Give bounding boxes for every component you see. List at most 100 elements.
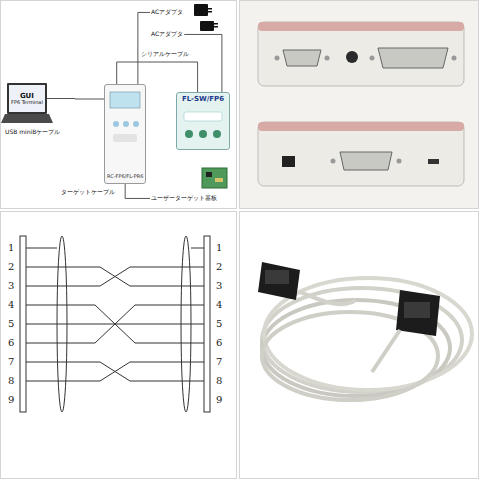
programmer-device: RC-FP6/FL-PR6 xyxy=(104,84,146,184)
target-board xyxy=(206,172,212,177)
pin-number: 5 xyxy=(8,318,14,330)
ac-adapter-symbol xyxy=(214,26,218,28)
pin-number: 9 xyxy=(216,394,222,406)
cable-photo xyxy=(258,262,300,300)
wiring-diagram xyxy=(26,267,204,286)
node-text: FP6 Terminal xyxy=(11,100,43,106)
device-rear-photo xyxy=(258,122,464,131)
device-rear-photo xyxy=(331,159,336,164)
pin-number: 4 xyxy=(216,299,222,311)
switch-box-body xyxy=(199,130,207,138)
device-rear-photo xyxy=(397,159,402,164)
pin-number: 9 xyxy=(8,394,14,406)
programmer-device-body xyxy=(133,121,139,127)
wiring-diagram xyxy=(191,248,204,249)
programmer-device-body xyxy=(113,134,137,142)
target-board xyxy=(202,168,227,188)
panel-frames xyxy=(240,212,479,479)
pin-number: 4 xyxy=(8,299,14,311)
pin-number: 7 xyxy=(216,356,222,368)
programmer-device-body xyxy=(123,121,129,127)
pin-number: 1 xyxy=(216,242,222,254)
cable-photo xyxy=(404,302,430,318)
laptop-screen: GUIFP6 Terminal xyxy=(7,83,47,114)
cable-photo xyxy=(396,290,440,336)
panel-frames xyxy=(240,1,479,209)
cable-line xyxy=(47,98,104,100)
switch-box-body xyxy=(184,112,222,121)
device-rear-photo xyxy=(275,56,280,61)
wiring-diagram xyxy=(26,305,204,343)
wiring-diagram xyxy=(26,362,204,381)
ac-adapter-symbol xyxy=(194,4,218,31)
node-text: FL-SW/FP6 xyxy=(182,95,224,103)
cable-label: ターゲットケーブル xyxy=(60,188,116,197)
node-text: RC-FP6/FL-PR6 xyxy=(107,174,143,180)
wiring-diagram xyxy=(26,362,204,381)
node-text: ACアダプタ xyxy=(151,9,183,16)
pin-number: 1 xyxy=(8,242,14,254)
pin-number: 6 xyxy=(216,337,222,349)
laptop-base xyxy=(1,114,53,123)
switch-box: FL-SW/FP6 xyxy=(176,92,230,150)
pin-number: 8 xyxy=(216,375,222,387)
programmer-device-body xyxy=(110,92,140,108)
switch-box-body xyxy=(185,130,193,138)
ac-adapter-symbol xyxy=(208,11,212,13)
wiring-diagram xyxy=(26,324,204,325)
programmer-device-body xyxy=(104,84,146,184)
panel-frames xyxy=(1,1,237,209)
wiring-diagram xyxy=(20,236,210,412)
ac-adapter-symbol xyxy=(200,21,214,31)
pin-number: 2 xyxy=(8,261,14,273)
device-rear-photo xyxy=(258,22,464,86)
cable-line xyxy=(138,12,150,84)
cable-label: シリアルケーブル xyxy=(140,50,190,59)
switch-box-body xyxy=(177,93,229,149)
cable-photo xyxy=(300,292,356,304)
device-rear-photo xyxy=(282,156,295,167)
cable-line xyxy=(184,34,222,92)
ac-adapter: ACアダプタ xyxy=(150,30,184,39)
pin-number: 3 xyxy=(216,280,222,292)
wiring-diagram xyxy=(26,305,204,343)
device-rear-photo xyxy=(325,56,330,61)
node-text: ACアダプタ xyxy=(151,31,183,38)
device-rear-photo xyxy=(258,22,464,31)
device-rear-photo xyxy=(452,56,457,61)
wiring-diagram xyxy=(26,248,57,249)
cable-label: USB miniBケーブル xyxy=(4,128,61,137)
ac-adapter-symbol xyxy=(208,8,212,10)
programmer-device-body xyxy=(113,121,119,127)
target-board-label: ユーザーターゲット基板 xyxy=(150,194,218,203)
device-rear-photo xyxy=(346,51,358,63)
cable-photo xyxy=(372,330,400,372)
pin-number: 2 xyxy=(216,261,222,273)
target-board xyxy=(202,168,227,188)
cable-line xyxy=(125,184,150,198)
device-rear-photo xyxy=(283,50,321,66)
wiring-diagram xyxy=(204,236,210,412)
device-rear-photo xyxy=(258,122,464,186)
device-rear-photo xyxy=(428,159,439,164)
ac-adapter: ACアダプタ xyxy=(150,8,184,17)
pin-number: 6 xyxy=(8,337,14,349)
pin-number: 3 xyxy=(8,280,14,292)
cable-line xyxy=(117,62,198,92)
device-rear-photo xyxy=(258,22,464,186)
device-rear-photo xyxy=(340,152,392,170)
cable-photo xyxy=(258,262,472,400)
ac-adapter-symbol xyxy=(214,23,218,25)
programmer-device-body xyxy=(104,84,146,184)
pin-number: 7 xyxy=(8,356,14,368)
target-board xyxy=(215,178,223,182)
ac-adapter-symbol xyxy=(194,4,208,16)
node-text: GUI xyxy=(20,92,34,100)
device-rear-photo xyxy=(378,48,448,68)
wiring-diagram xyxy=(26,267,204,286)
node-text: ユーザーターゲット基板 xyxy=(151,195,217,202)
